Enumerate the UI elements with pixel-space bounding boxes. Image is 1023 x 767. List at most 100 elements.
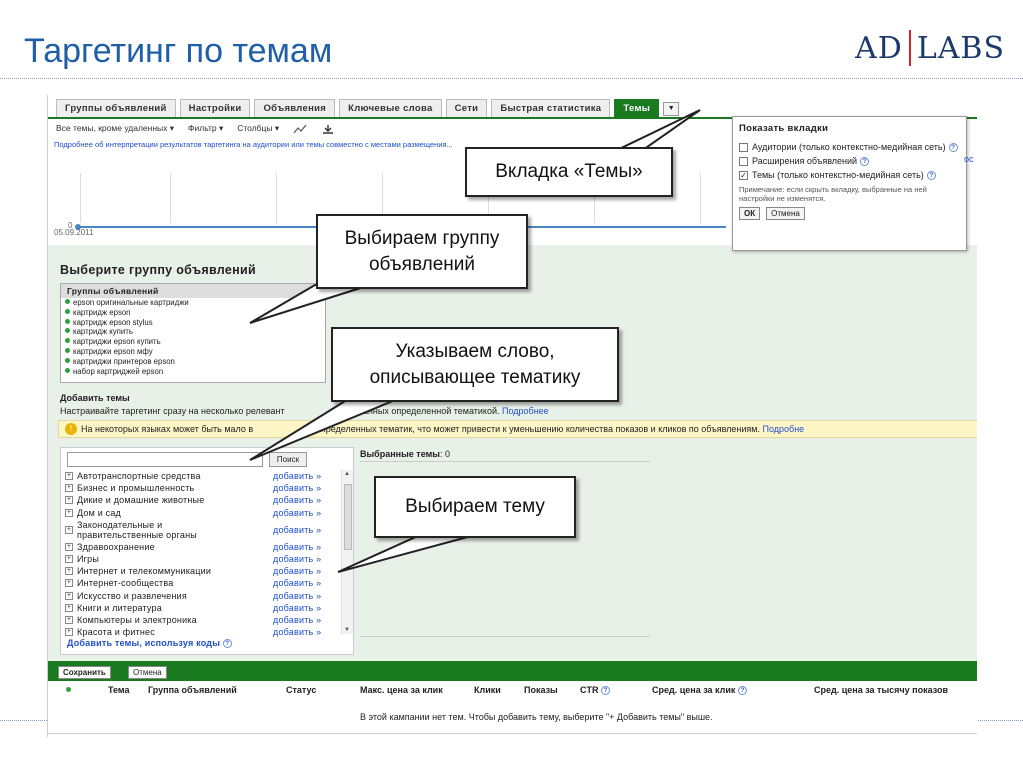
warning-more-link[interactable]: Подробне — [762, 424, 805, 434]
tab-adgroups[interactable]: Группы объявлений — [56, 99, 176, 117]
add-topic-link[interactable]: добавить » — [273, 507, 322, 518]
callout-choose-topic: Выбираем тему — [374, 476, 576, 538]
tab-topics[interactable]: Темы — [614, 99, 660, 117]
popup-ok-button[interactable]: ОК — [739, 207, 761, 220]
adgroup-item[interactable]: набор картриджей epson — [61, 367, 325, 377]
add-topic-link[interactable]: добавить » — [273, 566, 322, 577]
expand-plus-icon[interactable]: + — [65, 484, 73, 493]
adlabs-logo: AD LABS — [855, 30, 1005, 66]
topic-search-input[interactable] — [67, 452, 263, 467]
expand-plus-icon[interactable]: + — [65, 542, 73, 551]
option-label: Расширения объявлений — [752, 156, 858, 166]
scroll-down-icon[interactable]: ▼ — [344, 627, 350, 633]
filter-all-dropdown[interactable]: Все темы, кроме удаленных ▾ — [56, 123, 175, 133]
expand-plus-icon[interactable]: + — [65, 496, 73, 505]
column-status[interactable]: Статус — [286, 685, 317, 695]
column-clicks[interactable]: Клики — [474, 685, 501, 695]
popup-cancel-button[interactable]: Отмена — [766, 207, 805, 220]
help-icon[interactable]: ? — [948, 143, 958, 152]
popup-option-ad-extensions[interactable]: Расширения объявлений ? — [739, 156, 960, 167]
add-topic-link[interactable]: добавить » — [273, 614, 322, 625]
expand-plus-icon[interactable]: + — [65, 525, 73, 534]
warning-text-start: На некоторых языках может быть мало в — [81, 424, 254, 434]
expand-plus-icon[interactable]: + — [65, 579, 73, 588]
line-chart-icon[interactable] — [293, 124, 307, 134]
checkbox-topics-checked[interactable]: ✓ — [739, 171, 748, 180]
add-topic-link[interactable]: добавить » — [273, 602, 322, 613]
selected-topics-label: Выбранные темы — [360, 449, 440, 459]
add-topic-link[interactable]: добавить » — [273, 541, 322, 552]
adgroup-item[interactable]: картридж epson — [61, 308, 325, 318]
add-topic-link[interactable]: добавить » — [273, 590, 322, 601]
column-ctr[interactable]: CTR ? — [580, 685, 611, 695]
adgroup-item[interactable]: картриджи epson мфу — [61, 347, 325, 357]
tab-quick-stats[interactable]: Быстрая статистика — [491, 99, 611, 117]
adgroup-item[interactable]: картридж купить — [61, 327, 325, 337]
expand-plus-icon[interactable]: + — [65, 508, 73, 517]
option-label: Аудитории (только контекстно-медийная се… — [752, 142, 946, 152]
cancel-button[interactable]: Отмена — [128, 666, 167, 679]
add-topic-link[interactable]: добавить » — [273, 554, 322, 565]
expand-plus-icon[interactable]: + — [65, 603, 73, 612]
warning-text-end: иц определенных тематик, что может приве… — [303, 424, 760, 434]
popup-option-audiences[interactable]: Аудитории (только контекстно-медийная се… — [739, 142, 960, 153]
column-avg-cpc[interactable]: Сред. цена за клик ? — [652, 685, 747, 695]
column-avg-cpm[interactable]: Сред. цена за тысячу показов — [814, 685, 948, 695]
help-icon[interactable]: ? — [737, 686, 747, 695]
adgroup-item[interactable]: epson оригинальные картриджи — [61, 298, 325, 308]
adgroup-item[interactable]: картридж epson stylus — [61, 318, 325, 328]
status-dot — [65, 318, 70, 324]
help-icon[interactable]: ? — [601, 686, 611, 695]
tab-ads[interactable]: Объявления — [254, 99, 336, 117]
search-button[interactable]: Поиск — [269, 452, 307, 467]
help-icon[interactable]: ? — [860, 157, 870, 166]
topic-list-scrollbar[interactable]: ▲ ▼ — [341, 470, 353, 634]
add-topic-link[interactable]: добавить » — [273, 524, 322, 535]
desc-more-link[interactable]: Подробнее — [502, 406, 549, 416]
status-dot — [65, 308, 70, 314]
interpretation-info-link[interactable]: Подробнее об интерпретации результатов т… — [54, 140, 453, 149]
tab-settings[interactable]: Настройки — [179, 99, 251, 117]
add-topics-by-codes-link[interactable]: Добавить темы, используя коды ? — [67, 638, 232, 648]
column-adgroup[interactable]: Группа объявлений — [148, 685, 237, 695]
expand-plus-icon[interactable]: + — [65, 615, 73, 624]
expand-plus-icon[interactable]: + — [65, 591, 73, 600]
help-icon[interactable]: ? — [222, 639, 232, 648]
tab-keywords[interactable]: Ключевые слова — [339, 99, 442, 117]
scroll-up-icon[interactable]: ▲ — [344, 471, 350, 477]
checkbox-ad-extensions[interactable] — [739, 157, 748, 166]
tabs-dropdown-button[interactable]: ▼ — [663, 102, 680, 116]
column-topic[interactable]: Тема — [108, 685, 130, 695]
column-impressions[interactable]: Показы — [524, 685, 558, 695]
checkbox-audiences[interactable] — [739, 143, 748, 152]
save-button[interactable]: Сохранить — [58, 666, 111, 679]
graph-grid-line — [488, 173, 489, 223]
download-icon[interactable] — [321, 124, 335, 134]
help-icon[interactable]: ? — [926, 171, 936, 180]
expand-plus-icon[interactable]: + — [65, 472, 73, 481]
tab-networks[interactable]: Сети — [445, 99, 488, 117]
adgroup-item[interactable]: картриджи принтеров epson — [61, 357, 325, 367]
filter-dropdown[interactable]: Фильтр ▾ — [188, 123, 224, 133]
add-topic-link[interactable]: добавить » — [273, 627, 322, 638]
add-topic-link[interactable]: добавить » — [273, 471, 322, 482]
expand-plus-icon[interactable]: + — [65, 628, 73, 637]
adgroup-item-label: картриджи epson мфу — [73, 346, 153, 356]
adgroup-item-label: картридж epson stylus — [73, 317, 153, 327]
selected-topics-footer-line — [360, 636, 650, 637]
expand-plus-icon[interactable]: + — [65, 567, 73, 576]
add-topic-link[interactable]: добавить » — [273, 578, 322, 589]
column-max-cpc[interactable]: Макс. цена за клик — [360, 685, 443, 695]
columns-dropdown[interactable]: Столбцы ▾ — [237, 123, 280, 133]
add-topic-link[interactable]: добавить » — [273, 483, 322, 494]
topic-name: Дом и сад — [77, 507, 121, 518]
truncated-link-text[interactable]: ос — [964, 154, 974, 164]
expand-plus-icon[interactable]: + — [65, 555, 73, 564]
popup-option-topics[interactable]: ✓ Темы (только контекстно-медийная сеть)… — [739, 170, 960, 181]
add-topic-link[interactable]: добавить » — [273, 495, 322, 506]
adgroup-item[interactable]: картриджи epson купить — [61, 337, 325, 347]
add-by-codes-label: Добавить темы, используя коды — [67, 638, 221, 648]
scroll-thumb[interactable] — [344, 484, 352, 550]
